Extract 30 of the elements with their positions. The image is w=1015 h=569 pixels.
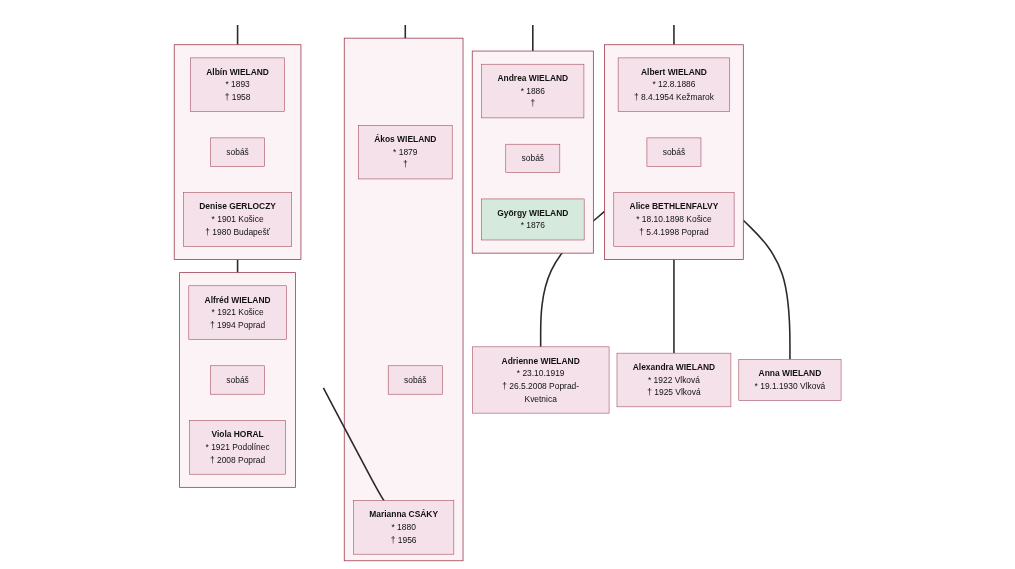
- node-box: Adrienne WIELAND * 23.10.1919 † 26.5.2008 Poprad-Kvetnica: [471, 346, 610, 413]
- node-box: Alexandra WIELAND * 1922 Vlková † 1925 Vlková: [616, 352, 731, 407]
- node-box: sobáš: [210, 137, 265, 167]
- connector: [404, 23, 406, 39]
- connector: [531, 23, 534, 52]
- connector: [673, 258, 675, 354]
- node-box: Denise GERLOCZY * 1901 Košice † 1980 Budapešť: [183, 191, 292, 247]
- node-box: sobáš: [210, 365, 265, 394]
- node-box: sobáš: [646, 137, 702, 167]
- connector: [742, 218, 791, 360]
- cluster: [343, 37, 464, 561]
- cluster: [173, 43, 302, 260]
- node-box: Anna WIELAND * 19.1.1930 Vlková: [738, 358, 842, 401]
- cluster: [604, 43, 744, 260]
- cluster: [471, 50, 594, 254]
- node-box: Marianna CSÁKY * 1880 † 1956: [353, 499, 454, 554]
- node-box: sobáš: [505, 143, 560, 173]
- node-box: Alfréd WIELAND * 1921 Košice † 1994 Poprad: [188, 285, 287, 340]
- node-box: György WIELAND * 1876: [481, 198, 585, 240]
- node-box: Albín WIELAND * 1893 † 1958: [190, 57, 285, 112]
- node-box: Ákos WIELAND * 1879 †: [357, 124, 453, 179]
- node-box: Albert WIELAND * 12.8.1886 † 8.4.1954 Kežmarok: [617, 57, 730, 112]
- connector: [236, 23, 239, 46]
- node-box: sobáš: [387, 365, 443, 394]
- node-box: Andrea WIELAND * 1886 †: [481, 63, 585, 118]
- node-box: Alice BETHLENFALVY * 18.10.1898 Košice † 5.4.1998 Poprad: [613, 191, 735, 247]
- node-box: Viola HORAL * 1921 Podolínec † 2008 Poprad: [189, 419, 286, 474]
- cluster: [179, 271, 296, 488]
- connector: [673, 23, 675, 46]
- connector: [322, 386, 385, 501]
